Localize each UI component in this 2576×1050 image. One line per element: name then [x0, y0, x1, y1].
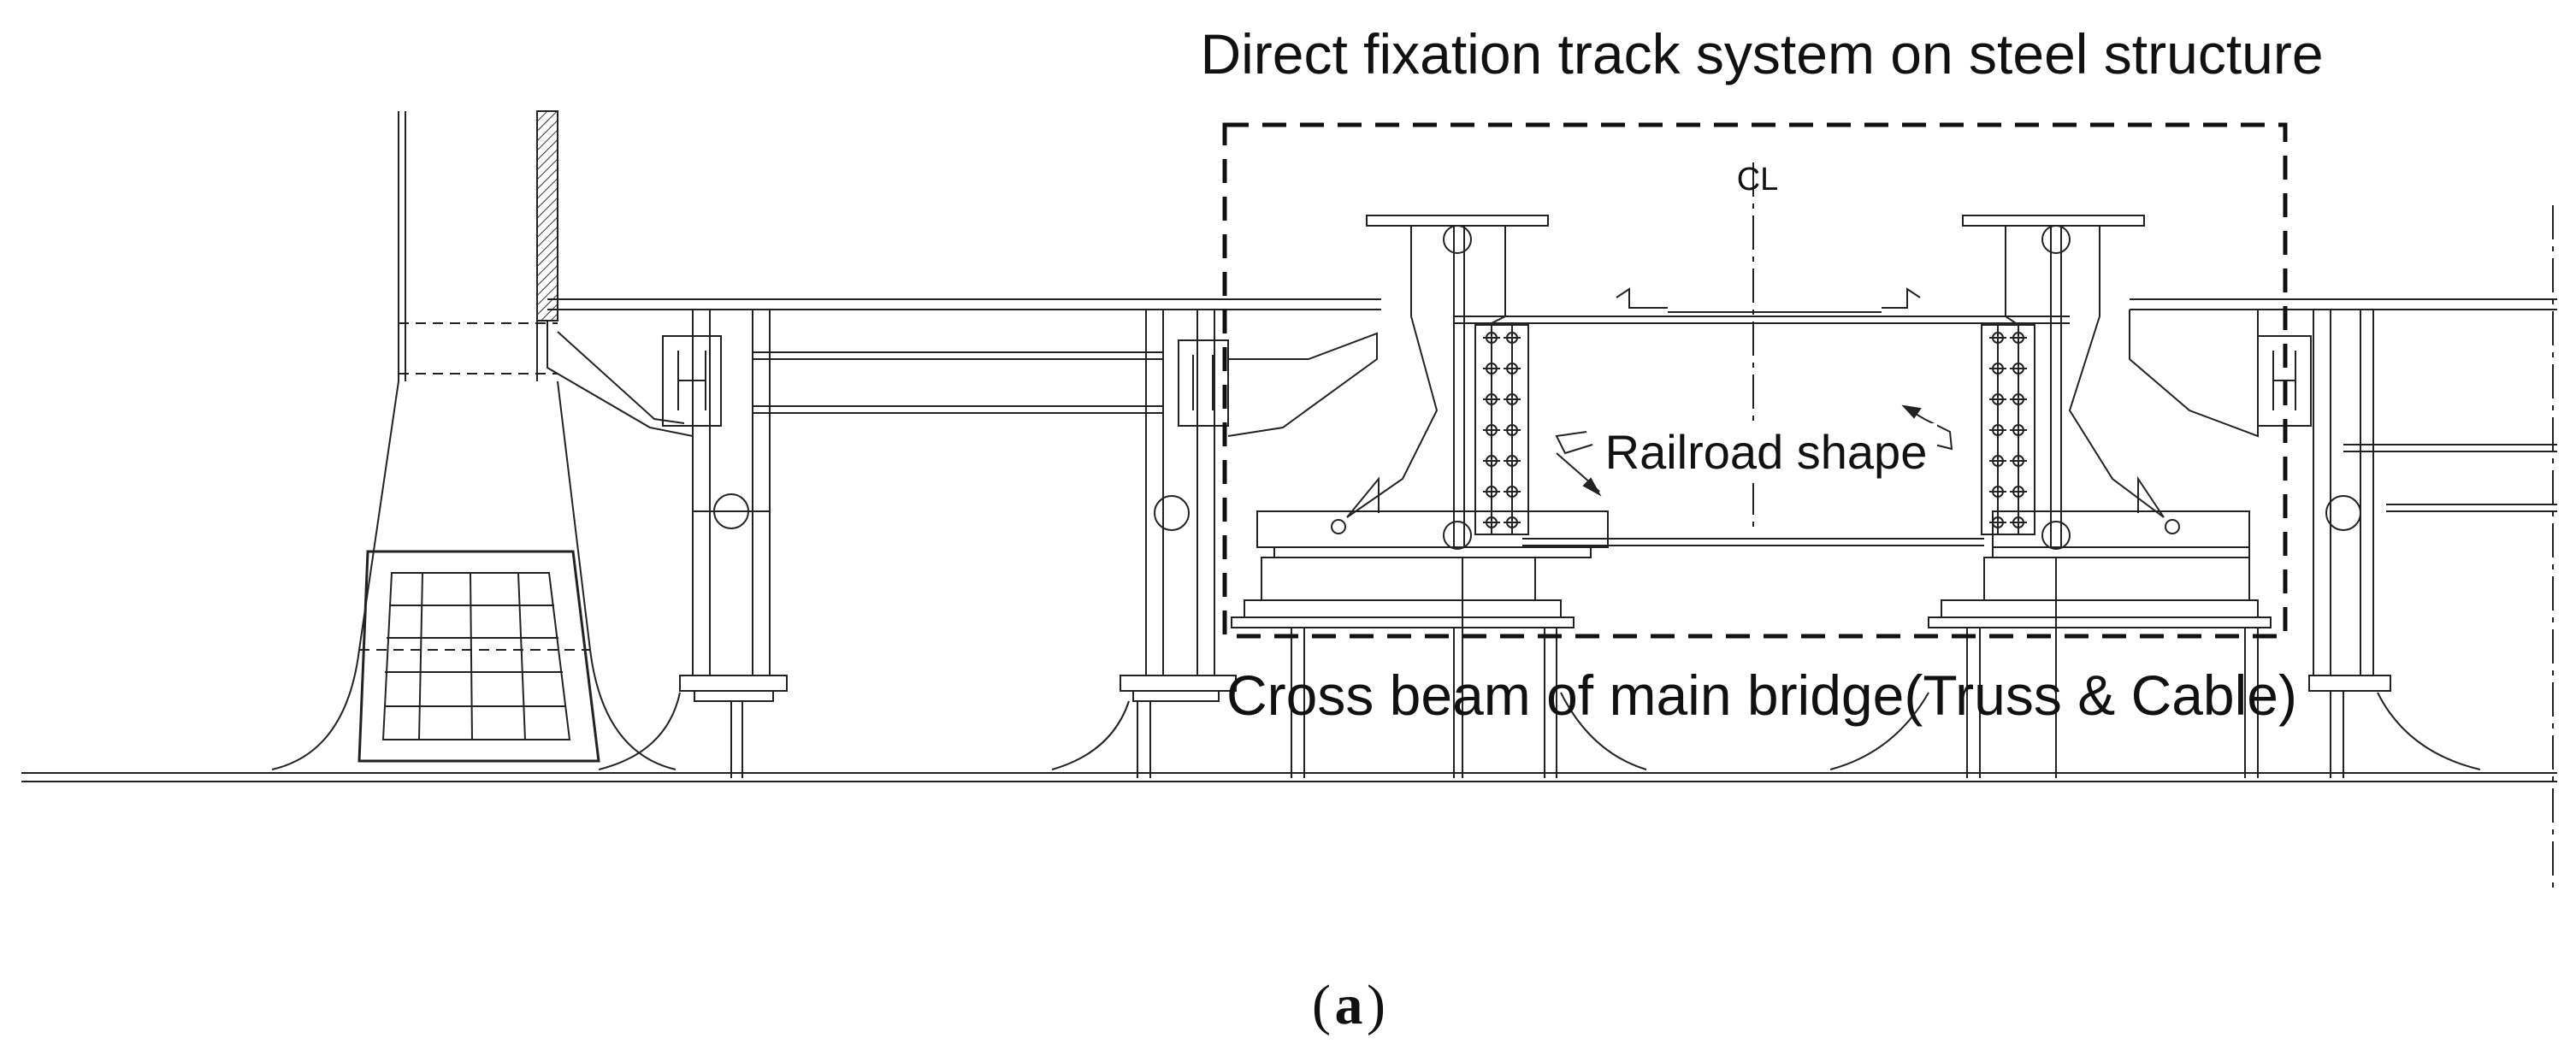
- middle-left-post: [1051, 310, 1378, 778]
- centerline-mark: CL: [1737, 162, 1779, 198]
- tower-grid-opening: [357, 550, 600, 763]
- left-bracket: [547, 298, 1381, 438]
- left-horizontal-beam: [753, 351, 1163, 414]
- left-bolted-plate: [1474, 324, 1529, 535]
- right-pedestal: [1829, 215, 2272, 778]
- caption-open-paren: (: [1312, 974, 1331, 1036]
- ground-line: [21, 772, 2557, 782]
- figure-caption: ( a ): [1312, 974, 1385, 1036]
- left-post: [598, 310, 788, 778]
- diagram-title: Direct fixation track system on steel st…: [1200, 22, 2323, 86]
- caption-letter: a: [1335, 974, 1363, 1036]
- right-bolted-plate: [1981, 324, 2035, 535]
- highlight-box: [1222, 122, 2288, 639]
- track-beam: [1454, 287, 2070, 546]
- left-bolts: [1483, 332, 1521, 528]
- rail-label: Railroad shape: [1605, 425, 1928, 479]
- left-tower: [271, 110, 676, 770]
- right-bracket: [2129, 298, 2557, 778]
- caption-close-paren: ): [1367, 974, 1385, 1036]
- rail-label-bg: [1595, 423, 1937, 483]
- left-pedestal: [1231, 215, 1647, 778]
- beam-label: Cross beam of main bridge(Truss & Cable): [1226, 664, 2297, 727]
- right-bolts: [1989, 332, 2027, 528]
- rail-leader-arrows: [1555, 404, 1953, 497]
